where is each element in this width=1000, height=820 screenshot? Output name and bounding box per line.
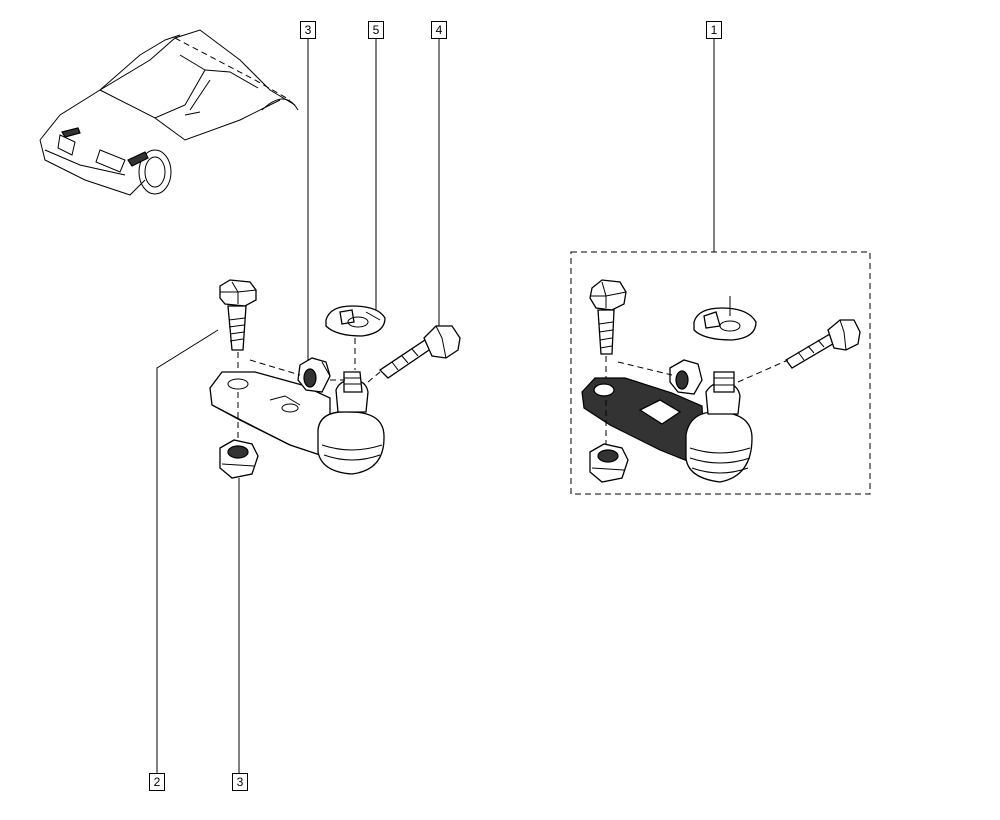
- nut-3-bottom: [219, 439, 259, 479]
- kit-nut-bottom: [589, 443, 629, 483]
- left-assembly: [156, 38, 461, 773]
- callout-1-top-right: 1: [706, 21, 722, 39]
- callout-4-top: 4: [431, 21, 447, 39]
- kit-bolt: [589, 279, 627, 355]
- kit-ball-joint: [685, 371, 753, 483]
- callout-3-top-left: 3: [300, 21, 316, 39]
- kit-bolt-long: [785, 319, 861, 369]
- bolt-2: [219, 279, 257, 351]
- lock-plate-5: [325, 305, 386, 337]
- callout-3-bottom: 3: [232, 773, 248, 791]
- nut-3-top: [297, 357, 331, 393]
- kit-lock-plate: [693, 296, 757, 341]
- callout-2-bottom: 2: [149, 773, 165, 791]
- ball-joint: [317, 371, 385, 475]
- bolt-4: [378, 325, 461, 379]
- kit-nut-top: [669, 359, 703, 395]
- callout-5-top: 5: [368, 21, 384, 39]
- car-sketch: [39, 29, 299, 196]
- assembled-kit-box: [570, 38, 871, 495]
